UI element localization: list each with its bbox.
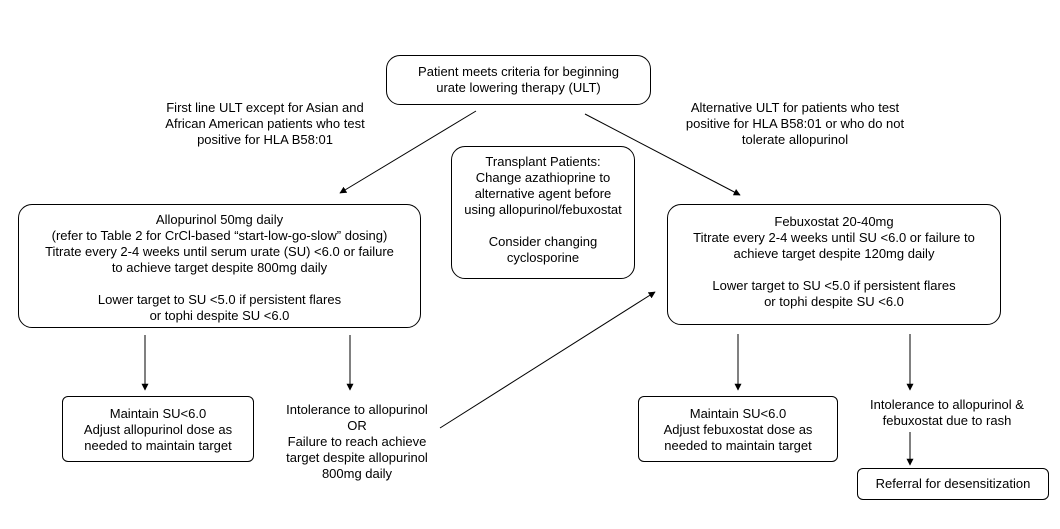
intolerance-allopurinol-line: 800mg daily [321, 466, 393, 481]
maintain-allopurinol-line: needed to maintain target [84, 438, 232, 453]
allopurinol-line: or tophi despite SU <6.0 [149, 308, 290, 323]
allopurinol-box: Allopurinol 50mg daily (refer to Table 2… [18, 204, 421, 328]
referral-line: Referral for desensitization [875, 476, 1031, 491]
alternative-label-line: positive for HLA B58:01 or who do not [685, 116, 905, 131]
maintain-febuxostat-line: Adjust febuxostat dose as [663, 422, 813, 437]
transplant-line: using allopurinol/febuxostat [464, 202, 622, 217]
maintain-allopurinol-line: Adjust allopurinol dose as [83, 422, 233, 437]
maintain-febuxostat-box: Maintain SU<6.0 Adjust febuxostat dose a… [638, 396, 838, 462]
intolerance-allopurinol-line: Intolerance to allopurinol [286, 402, 428, 417]
first-line-label-line: African American patients who test [165, 116, 365, 131]
transplant-line: cyclosporine [506, 250, 580, 265]
first-line-label-line: First line ULT except for Asian and [166, 100, 364, 115]
allopurinol-line: Lower target to SU <5.0 if persistent fl… [97, 292, 342, 307]
first-line-label: First line ULT except for Asian and Afri… [140, 100, 390, 148]
transplant-line: alternative agent before [474, 186, 612, 201]
arrow-start-to-febuxostat [584, 113, 741, 196]
intolerance-both-line: Intolerance to allopurinol & [870, 397, 1024, 412]
allopurinol-line: to achieve target despite 800mg daily [111, 260, 328, 275]
alternative-label-line: Alternative ULT for patients who test [690, 100, 900, 115]
arrow-intolerance-to-febuxostat [439, 291, 656, 429]
first-line-label-line: positive for HLA B58:01 [197, 132, 333, 147]
alternative-label: Alternative ULT for patients who test po… [660, 100, 930, 148]
febuxostat-line: achieve target despite 120mg daily [733, 246, 935, 261]
intolerance-allopurinol-line: Failure to reach achieve [287, 434, 427, 449]
febuxostat-box: Febuxostat 20-40mg Titrate every 2-4 wee… [667, 204, 1001, 325]
intolerance-both-line: febuxostat due to rash [882, 413, 1012, 428]
maintain-allopurinol-box: Maintain SU<6.0 Adjust allopurinol dose … [62, 396, 254, 462]
maintain-allopurinol-line: Maintain SU<6.0 [109, 406, 207, 421]
intolerance-allopurinol-line: target despite allopurinol [286, 450, 428, 465]
allopurinol-line: Titrate every 2-4 weeks until serum urat… [45, 244, 394, 259]
maintain-febuxostat-line: needed to maintain target [664, 438, 812, 453]
transplant-box: Transplant Patients: Change azathioprine… [451, 146, 635, 279]
intolerance-allopurinol-label: Intolerance to allopurinol OR Failure to… [262, 402, 452, 482]
intolerance-both-label: Intolerance to allopurinol & febuxostat … [858, 397, 1036, 429]
allopurinol-line: (refer to Table 2 for CrCl-based “start-… [51, 228, 388, 243]
alternative-label-line: tolerate allopurinol [741, 132, 849, 147]
febuxostat-line: Febuxostat 20-40mg [774, 214, 894, 229]
transplant-line: Consider changing [488, 234, 598, 249]
febuxostat-line: or tophi despite SU <6.0 [764, 294, 904, 309]
start-line: urate lowering therapy (ULT) [436, 80, 601, 95]
febuxostat-line: Lower target to SU <5.0 if persistent fl… [712, 278, 956, 293]
arrow-start-to-allopurinol [339, 110, 477, 194]
allopurinol-line: Allopurinol 50mg daily [155, 212, 284, 227]
start-box: Patient meets criteria for beginning ura… [386, 55, 651, 105]
start-line: Patient meets criteria for beginning [418, 64, 619, 79]
referral-box: Referral for desensitization [857, 468, 1049, 500]
intolerance-allopurinol-line: OR [347, 418, 367, 433]
maintain-febuxostat-line: Maintain SU<6.0 [689, 406, 787, 421]
febuxostat-line: Titrate every 2-4 weeks until SU <6.0 or… [693, 230, 975, 245]
transplant-line: Transplant Patients: [485, 154, 601, 169]
transplant-line: Change azathioprine to [475, 170, 611, 185]
